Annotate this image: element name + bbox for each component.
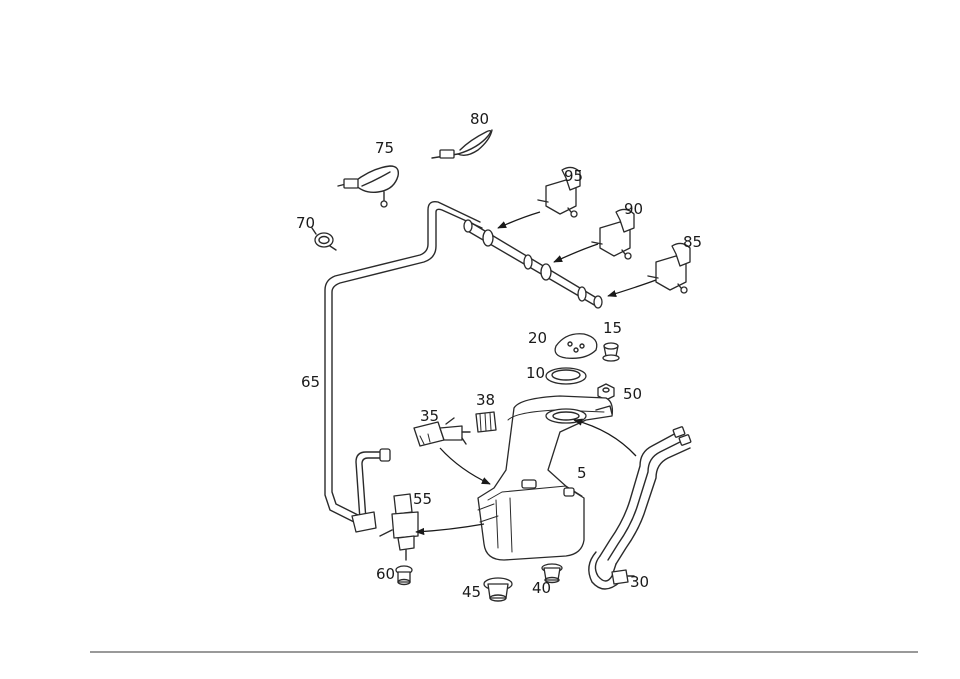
part-label: 50 bbox=[623, 385, 642, 403]
part-label: 38 bbox=[476, 391, 495, 409]
cover-20 bbox=[554, 333, 598, 359]
grommet-40 bbox=[541, 563, 563, 584]
part-label: 5 bbox=[577, 464, 587, 482]
clip-75 bbox=[337, 165, 400, 208]
part-label: 55 bbox=[413, 490, 432, 508]
clamp-70 bbox=[311, 227, 337, 251]
washer-pump-55 bbox=[351, 493, 419, 561]
washer-hose-65 bbox=[324, 200, 483, 526]
part-label: 65 bbox=[301, 373, 320, 391]
part-label: 95 bbox=[564, 167, 583, 185]
hose-assembly-30 bbox=[588, 426, 692, 590]
nut-50 bbox=[597, 383, 615, 401]
part-label: 40 bbox=[532, 579, 551, 597]
seal-ring-10 bbox=[545, 367, 587, 385]
grommet-60 bbox=[395, 565, 413, 586]
part-label: 35 bbox=[420, 407, 439, 425]
sensor-35 bbox=[413, 417, 471, 447]
part-label: 75 bbox=[375, 139, 394, 157]
part-label: 10 bbox=[526, 364, 545, 382]
callout-labels: 80 75 95 90 70 85 20 15 10 50 65 38 35 5… bbox=[296, 110, 702, 601]
part-label: 85 bbox=[683, 233, 702, 251]
part-label: 20 bbox=[528, 329, 547, 347]
cable-tie-80 bbox=[431, 129, 493, 159]
grommet-15 bbox=[602, 342, 620, 362]
nozzle-valve-85 bbox=[647, 242, 691, 294]
reservoir-tank-5 bbox=[477, 395, 614, 561]
part-label: 80 bbox=[470, 110, 489, 128]
part-label: 70 bbox=[296, 214, 315, 232]
part-label: 15 bbox=[603, 319, 622, 337]
part-label: 90 bbox=[624, 200, 643, 218]
part-label: 30 bbox=[630, 573, 649, 591]
nozzle-bar bbox=[463, 211, 657, 309]
nozzle-valve-95 bbox=[537, 166, 581, 218]
grommet-38 bbox=[475, 411, 497, 433]
nozzle-valve-90 bbox=[591, 208, 635, 260]
part-label: 45 bbox=[462, 583, 481, 601]
part-label: 60 bbox=[376, 565, 395, 583]
plug-45 bbox=[483, 577, 513, 602]
assembly-arrows bbox=[415, 418, 637, 536]
